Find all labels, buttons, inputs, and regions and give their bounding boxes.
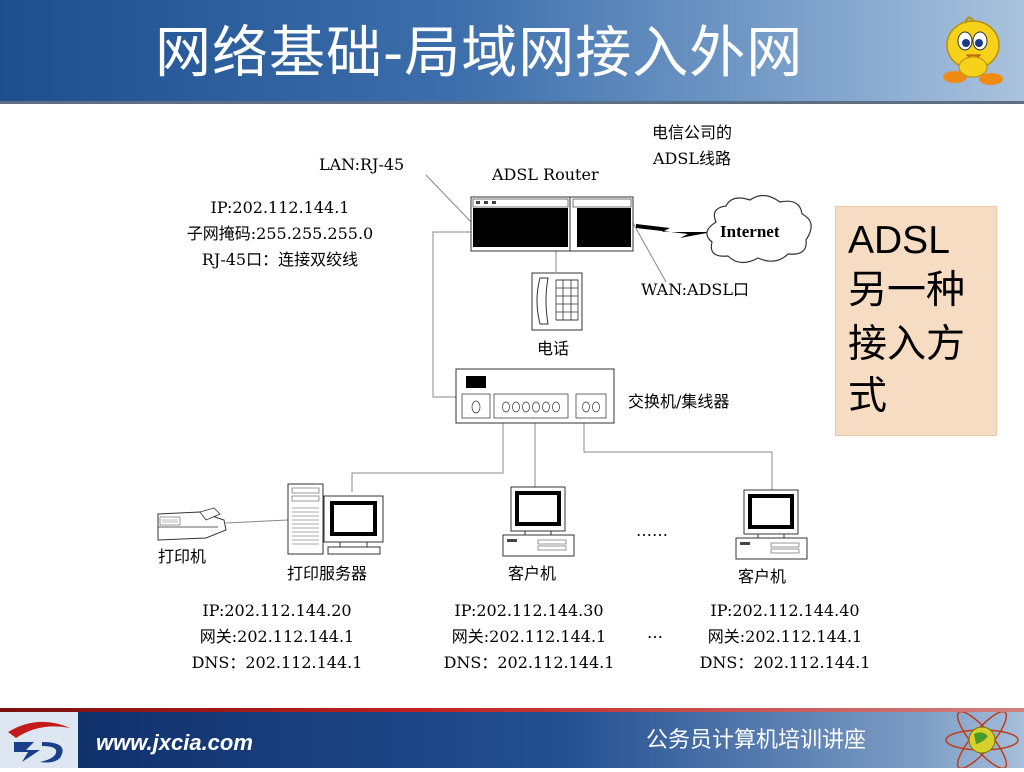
ellipsis-middle: … <box>647 623 663 642</box>
footer-stripe <box>0 708 1024 712</box>
client2-label: 客户机 <box>738 567 787 586</box>
lightning-icon <box>636 224 712 238</box>
router-rj45-label: RJ-45口：连接双绞线 <box>201 250 359 269</box>
note-line3: 接入方 <box>848 322 966 367</box>
note-line2: 另一种 <box>848 268 966 313</box>
adsl-note-box: ADSL 另一种 接入方 式 <box>835 206 997 436</box>
router-mask-label: 子网掩码:255.255.255.0 <box>186 224 374 243</box>
printer-to-server-line <box>225 519 289 524</box>
lan-callout-line <box>425 174 473 224</box>
header-bar <box>0 0 1024 101</box>
client1-label: 客户机 <box>508 564 557 583</box>
wan-callout-line <box>632 222 667 283</box>
internet-cloud-icon <box>706 194 812 264</box>
logo-icon <box>8 721 70 763</box>
phone-label: 电话 <box>537 339 570 358</box>
note-line4: 式 <box>848 374 888 419</box>
printer-icon <box>157 507 227 541</box>
switch-to-client2-line <box>583 423 773 490</box>
print-server-gateway: 网关:202.112.144.1 <box>199 627 355 646</box>
note-line1: ADSL <box>848 219 950 262</box>
telephone-icon <box>531 272 583 331</box>
slide-title: 网络基础-局域网接入外网 <box>155 21 804 86</box>
footer-bar <box>0 710 1024 768</box>
footer-course-title: 公务员计算机培训讲座 <box>646 728 867 753</box>
internet-label: Internet <box>720 222 780 241</box>
wan-port-label: WAN:ADSL口 <box>641 280 749 299</box>
header-divider <box>0 101 1024 104</box>
atom-globe-icon <box>945 712 1019 768</box>
client2-dns: DNS：202.112.144.1 <box>699 653 871 672</box>
switch-hub-icon <box>455 368 615 424</box>
print-server-dns: DNS：202.112.144.1 <box>191 653 363 672</box>
print-server-icon <box>287 483 384 555</box>
switch-to-printserver-line <box>351 423 504 492</box>
cartoon-bird-icon <box>943 16 1003 85</box>
router-to-switch-line <box>432 231 472 398</box>
switch-label: 交换机/集线器 <box>628 392 730 411</box>
router-label: ADSL Router <box>492 165 599 184</box>
print-server-label: 打印服务器 <box>287 564 368 583</box>
print-server-ip: IP:202.112.144.20 <box>202 601 352 620</box>
adsl-router-icon <box>470 196 634 252</box>
client1-computer-icon <box>502 486 575 557</box>
client1-dns: DNS：202.112.144.1 <box>443 653 615 672</box>
telecom-line2: ADSL线路 <box>653 149 731 168</box>
printer-label: 打印机 <box>158 547 207 566</box>
telecom-line1: 电信公司的 <box>651 123 732 142</box>
client2-gateway: 网关:202.112.144.1 <box>707 627 863 646</box>
client2-ip: IP:202.112.144.40 <box>710 601 860 620</box>
client1-ip: IP:202.112.144.30 <box>454 601 604 620</box>
router-ip-label: IP:202.112.144.1 <box>210 198 350 217</box>
ellipsis-top: …… <box>636 521 668 540</box>
client2-computer-icon <box>735 489 808 560</box>
client1-gateway: 网关:202.112.144.1 <box>451 627 607 646</box>
site-logo <box>0 712 78 768</box>
lan-port-label: LAN:RJ-45 <box>319 155 405 174</box>
footer-url-link[interactable]: www.jxcia.com <box>96 730 253 755</box>
